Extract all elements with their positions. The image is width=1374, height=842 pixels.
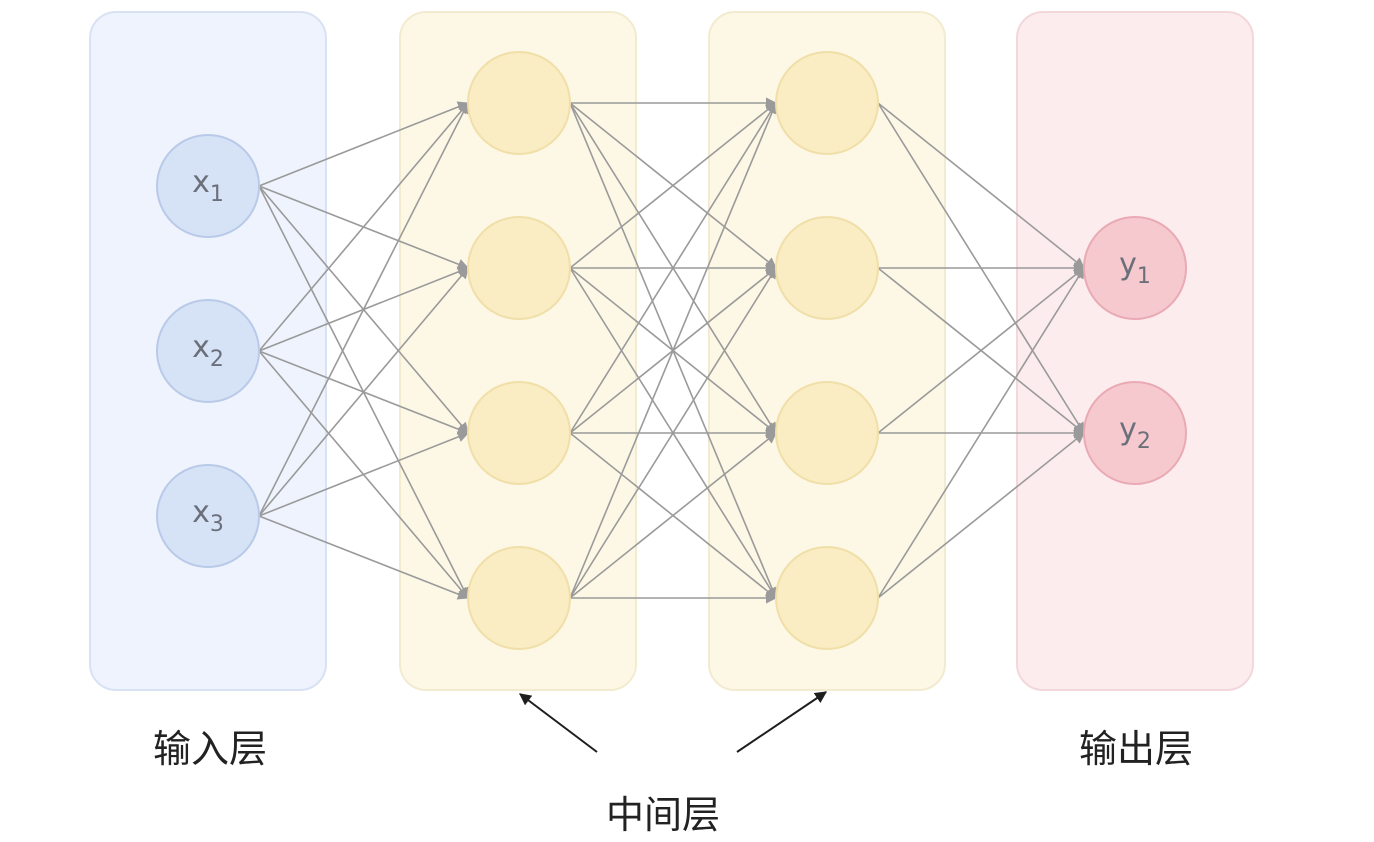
node-hidden-2-2 (775, 216, 879, 320)
node-input-2 (156, 299, 260, 403)
edge-input-1-to-hidden-1-1 (258, 101, 470, 187)
node-hidden-2-1 (775, 51, 879, 155)
node-output-1 (1083, 216, 1187, 320)
input-layer-caption: 输入层 (153, 727, 267, 771)
edge-input-3-to-hidden-1-3 (258, 431, 470, 517)
hidden-layer-2-panel (708, 11, 946, 691)
hidden-layer-1-panel (399, 11, 637, 691)
node-hidden-1-3 (467, 381, 571, 485)
edge-input-2-to-hidden-1-1 (258, 102, 469, 352)
node-hidden-1-2 (467, 216, 571, 320)
node-output-2 (1083, 381, 1187, 485)
node-input-1 (156, 134, 260, 238)
neurons: x1 x2 x3 y1 y2 (156, 51, 1187, 650)
edge-hidden-2-4-to-output-1 (877, 267, 1085, 599)
hidden-caption-arrow-right (736, 691, 827, 753)
edge-hidden-2-4-to-output-2 (877, 432, 1085, 599)
edge-hidden-1-4-to-hidden-2-2 (569, 267, 777, 599)
edge-hidden-1-4-to-hidden-2-3 (569, 432, 777, 599)
edge-hidden-1-4-to-hidden-2-1 (569, 101, 778, 599)
edge-input-3-to-hidden-1-4 (258, 515, 470, 600)
node-input-3 (156, 464, 260, 568)
edge-hidden-1-2-to-hidden-2-1 (569, 102, 777, 269)
hidden-layer-caption: 中间层 (606, 793, 720, 837)
node-label-output-2: y2 (1119, 412, 1151, 454)
edge-hidden-2-1-to-output-1 (877, 102, 1085, 269)
node-label-output-1: y1 (1119, 247, 1151, 289)
node-label-input-1: x1 (192, 165, 224, 207)
edge-input-3-to-hidden-1-1 (258, 102, 469, 517)
node-hidden-1-1 (467, 51, 571, 155)
edge-hidden-1-3-to-hidden-2-1 (569, 102, 777, 434)
node-hidden-1-4 (467, 546, 571, 650)
node-hidden-2-3 (775, 381, 879, 485)
node-label-input-2: x2 (192, 330, 224, 372)
edge-hidden-2-3-to-output-1 (877, 267, 1085, 434)
connections (258, 97, 1086, 604)
edge-input-3-to-hidden-1-2 (258, 267, 469, 517)
output-layer-panel (1016, 11, 1254, 691)
hidden-caption-arrow-left (519, 693, 598, 753)
node-label-input-3: x3 (192, 495, 224, 537)
output-layer-caption: 输出层 (1079, 727, 1193, 771)
node-hidden-2-4 (775, 546, 879, 650)
